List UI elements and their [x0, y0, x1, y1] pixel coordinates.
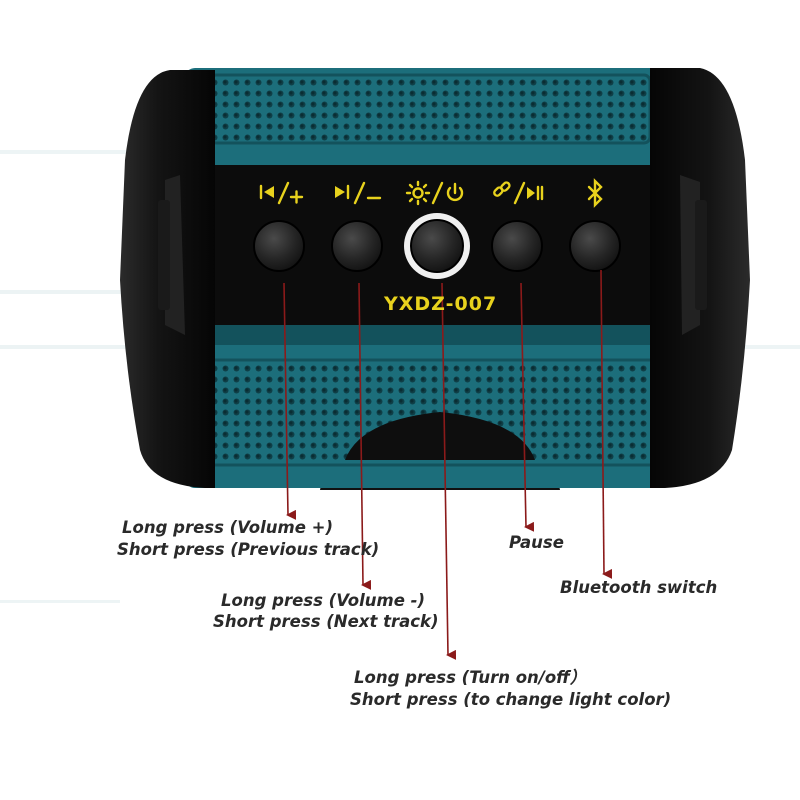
button-icons [259, 178, 603, 208]
plus-icon [289, 190, 304, 204]
power-icon [446, 182, 464, 202]
bluetooth-button [569, 220, 621, 272]
power-label-long: Long press (Turn on/off） [354, 668, 587, 687]
next-label-short: Short press (Next track) [213, 612, 439, 631]
arrow-power [441, 282, 457, 660]
next-label-long: Long press (Volume -) [221, 591, 426, 610]
mode-play-button [491, 220, 543, 272]
callout-arrows [283, 269, 613, 660]
sun-icon [405, 180, 431, 206]
prev-label-long: Long press (Volume +) [122, 518, 334, 537]
previous-track-icon [259, 184, 274, 200]
play-pause-icon [527, 185, 544, 201]
arrow-next [358, 282, 372, 590]
slash-icon [513, 181, 526, 205]
next-track-icon [335, 184, 350, 200]
bluetooth-label: Bluetooth switch [560, 578, 718, 597]
prev-label-short: Short press (Previous track) [117, 540, 380, 559]
bluetooth-icon [587, 178, 603, 208]
slash-icon [277, 181, 290, 205]
buttons [253, 213, 621, 279]
top-grille [210, 75, 650, 143]
arrow-bluetooth [600, 269, 613, 579]
arrow-prev [283, 282, 297, 520]
link-icon [493, 181, 511, 197]
slash-icon [431, 181, 444, 205]
power-label-short: Short press (to change light color) [350, 690, 672, 709]
power-button [410, 219, 464, 273]
prev-volup-button [253, 220, 305, 272]
model-label: YXDZ-007 [384, 293, 498, 315]
bottom-grille [205, 360, 660, 465]
slash-icon [353, 181, 366, 205]
pause-label: Pause [509, 533, 564, 552]
next-voldown-button [331, 220, 383, 272]
arrow-pause [520, 282, 535, 532]
